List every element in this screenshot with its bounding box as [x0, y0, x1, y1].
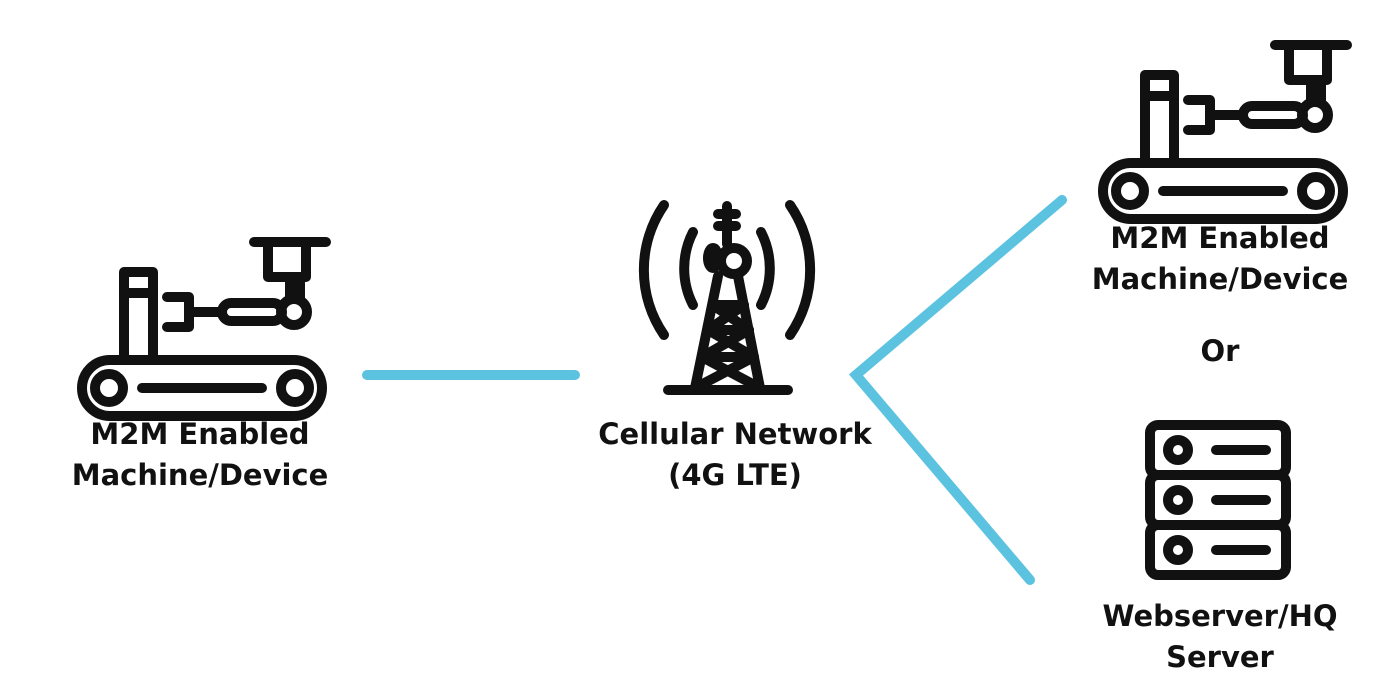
- or-separator-label: Or: [1160, 331, 1280, 372]
- server-rack-icon: [1150, 425, 1286, 575]
- right-robotic-arm-conveyor-icon: [1103, 45, 1347, 219]
- left-device-label-line1: M2M Enabled: [90, 417, 310, 451]
- right-device-label-line2: Machine/Device: [1091, 262, 1349, 296]
- left-robotic-arm-conveyor-icon: [82, 242, 326, 416]
- cellular-network-label-line2: (4G LTE): [668, 458, 802, 492]
- cellular-network-label-line1: Cellular Network: [598, 417, 872, 451]
- server-label: Webserver/HQ Server: [1060, 596, 1380, 678]
- right-device-label: M2M Enabled Machine/Device: [1060, 218, 1380, 300]
- right-device-label-line1: M2M Enabled: [1110, 221, 1330, 255]
- server-label-line1: Webserver/HQ: [1102, 599, 1338, 633]
- connector-tower-to-right: [848, 195, 1067, 585]
- server-label-line2: Server: [1166, 640, 1274, 674]
- cell-tower-icon: [638, 200, 816, 395]
- cellular-network-label: Cellular Network (4G LTE): [565, 414, 905, 496]
- left-device-label: M2M Enabled Machine/Device: [40, 414, 360, 496]
- or-separator-text: Or: [1200, 334, 1240, 368]
- left-device-label-line2: Machine/Device: [71, 458, 329, 492]
